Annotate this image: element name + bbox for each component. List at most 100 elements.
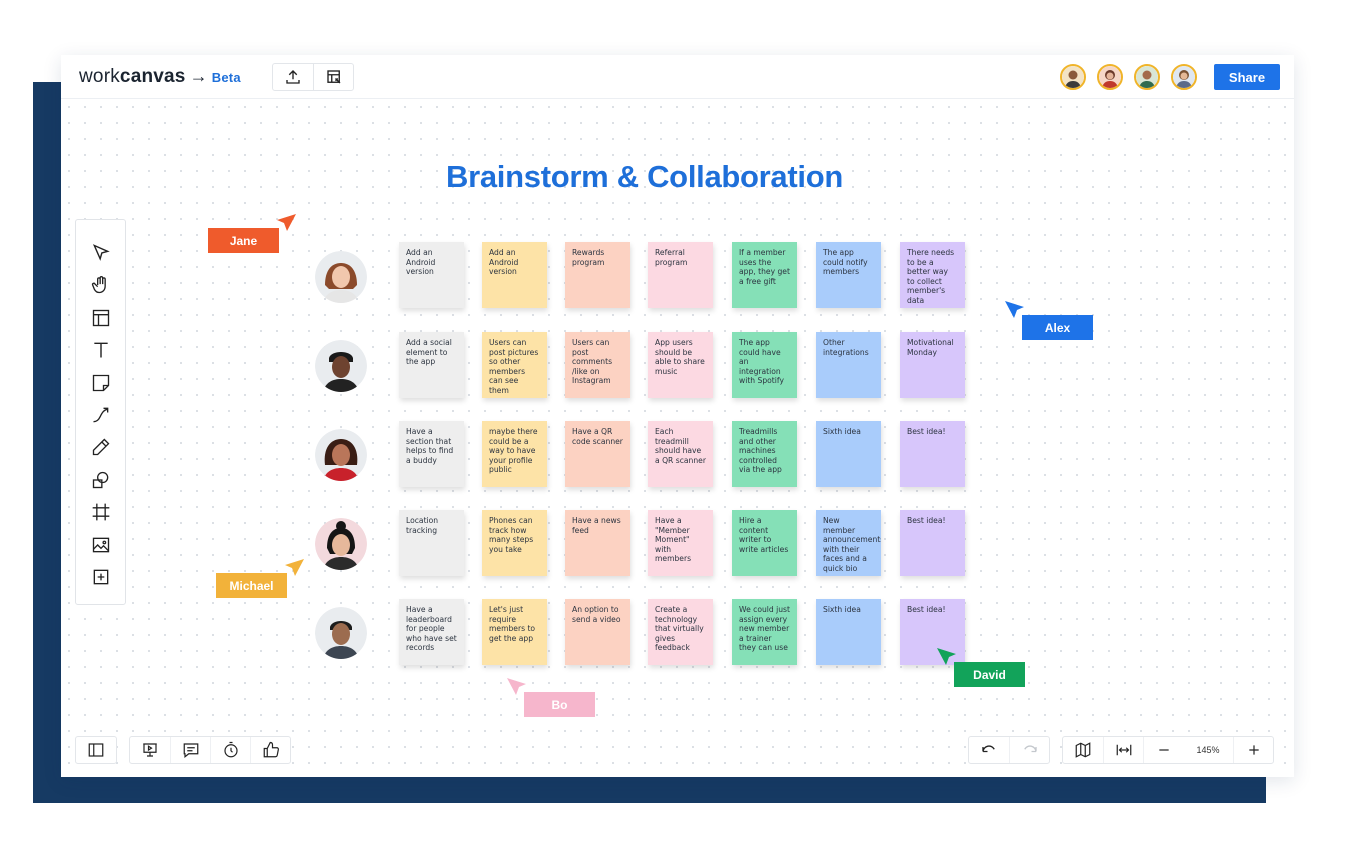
sticky-note[interactable]: Have a section that helps to find a budd… [399, 421, 464, 487]
collaboration-tools [129, 736, 291, 764]
cursor-pointer-icon [937, 648, 956, 665]
sidebar-icon [88, 743, 104, 757]
connector-icon [92, 407, 108, 423]
row-avatar[interactable] [315, 607, 367, 659]
collaborator-avatar[interactable] [1060, 64, 1086, 90]
sticky-note[interactable]: Rewards program [565, 242, 630, 308]
brand-logo[interactable]: workcanvas→Beta [79, 66, 241, 88]
sticky-note[interactable]: Location tracking [399, 510, 464, 576]
sticky-note[interactable]: New member announcements with their face… [816, 510, 881, 576]
vote-button[interactable] [250, 737, 290, 763]
shapes-icon [92, 471, 108, 488]
person-icon [1062, 66, 1084, 88]
sticky-note[interactable]: Best idea! [900, 421, 965, 487]
undo-icon [982, 745, 995, 753]
board-settings-button[interactable] [313, 64, 353, 90]
minimap-button[interactable] [1063, 737, 1103, 763]
shapes-tool[interactable] [86, 465, 116, 495]
sticky-note[interactable]: Sixth idea [816, 421, 881, 487]
sticky-note[interactable]: Have a QR code scanner [565, 421, 630, 487]
minus-icon [1158, 749, 1169, 751]
text-tool[interactable] [86, 335, 116, 365]
hand-icon [91, 276, 106, 294]
collaborator-avatar[interactable] [1171, 64, 1197, 90]
person-icon [1136, 66, 1158, 88]
pen-icon [92, 438, 109, 456]
sticky-note[interactable]: Have a leaderboard for people who have s… [399, 599, 464, 665]
row-avatar[interactable] [315, 518, 367, 570]
cursor-tag-david: David [954, 662, 1025, 687]
sticky-note-tool[interactable] [86, 368, 116, 398]
sticky-note[interactable]: Add an Android version [482, 242, 547, 308]
fit-to-screen-button[interactable] [1103, 737, 1143, 763]
sticky-note[interactable]: There needs to be a better way to collec… [900, 242, 965, 308]
zoom-out-button[interactable] [1143, 737, 1183, 763]
sticky-note[interactable]: The app could have an integration with S… [732, 332, 797, 398]
sticky-note[interactable]: Motivational Monday [900, 332, 965, 398]
frame-tool[interactable] [86, 497, 116, 527]
collaborator-avatar[interactable] [1097, 64, 1123, 90]
zoom-level[interactable]: 145% [1196, 745, 1220, 755]
sticky-note[interactable]: We could just assign every new member a … [732, 599, 797, 665]
row-avatar[interactable] [315, 340, 367, 392]
redo-icon [1023, 745, 1037, 753]
brand-canvas: canvas [119, 66, 186, 87]
comment-icon [183, 743, 198, 758]
cursor-tag-alex: Alex [1022, 315, 1093, 340]
undo-button[interactable] [969, 737, 1009, 763]
add-icon [93, 569, 108, 585]
toggle-sidebar-button[interactable] [76, 737, 116, 763]
sticky-note[interactable]: Users can post comments /like on Instagr… [565, 332, 630, 398]
sticky-note[interactable]: App users should be able to share music [648, 332, 713, 398]
pen-tool[interactable] [86, 432, 116, 462]
history-controls [968, 736, 1050, 764]
sticky-note[interactable]: Add an Android version [399, 242, 464, 308]
plus-icon [1248, 745, 1259, 755]
sticky-note[interactable]: Hire a content writer to write articles [732, 510, 797, 576]
thumbs-up-icon [263, 741, 279, 758]
redo-button[interactable] [1009, 737, 1049, 763]
person-icon [1099, 66, 1121, 88]
drawing-toolbar [75, 219, 126, 605]
panel-toggle-group [75, 736, 117, 764]
sticky-note[interactable]: Treadmills and other machines controlled… [732, 421, 797, 487]
zoom-in-button[interactable] [1233, 737, 1273, 763]
select-arrow-icon [92, 244, 110, 261]
sticky-note[interactable]: Create a technology that virtually gives… [648, 599, 713, 665]
share-button[interactable]: Share [1214, 64, 1280, 90]
sticky-note[interactable]: Have a "Member Moment" with members [648, 510, 713, 576]
sticky-note[interactable]: Best idea! [900, 510, 965, 576]
timer-button[interactable] [210, 737, 250, 763]
sticky-note[interactable]: Add a social element to the app [399, 332, 464, 398]
sticky-note[interactable]: maybe there could be a way to have your … [482, 421, 547, 487]
sticky-note[interactable]: Other integrations [816, 332, 881, 398]
row-avatar[interactable] [315, 251, 367, 303]
sticky-note[interactable]: Let's just require members to get the ap… [482, 599, 547, 665]
sticky-note[interactable]: Each treadmill should have a QR scanner [648, 421, 713, 487]
add-tool[interactable] [86, 562, 116, 592]
sticky-note[interactable]: Referral program [648, 242, 713, 308]
comment-button[interactable] [170, 737, 210, 763]
sticky-note[interactable]: An option to send a video [565, 599, 630, 665]
cursor-tag-bo: Bo [524, 692, 595, 717]
cursor-tag-jane: Jane [208, 228, 279, 253]
person-photo-icon [315, 518, 367, 570]
board-title[interactable]: Brainstorm & Collaboration [446, 159, 843, 194]
sticky-note[interactable]: Users can post pictures so other members… [482, 332, 547, 398]
template-tool[interactable] [86, 303, 116, 333]
row-avatar[interactable] [315, 429, 367, 481]
connector-tool[interactable] [86, 400, 116, 430]
select-tool[interactable] [86, 238, 116, 268]
image-tool[interactable] [86, 530, 116, 560]
sticky-note[interactable]: If a member uses the app, they get a fre… [732, 242, 797, 308]
present-button[interactable] [130, 737, 170, 763]
sticky-note[interactable]: Have a news feed [565, 510, 630, 576]
person-photo-icon [315, 340, 367, 392]
export-button[interactable] [273, 64, 313, 90]
sticky-note[interactable]: Phones can track how many steps you take [482, 510, 547, 576]
collaborator-avatar[interactable] [1134, 64, 1160, 90]
hand-tool[interactable] [86, 270, 116, 300]
sticky-note[interactable]: Sixth idea [816, 599, 881, 665]
sticky-note[interactable]: The app could notify members [816, 242, 881, 308]
brand-arrow: → [189, 66, 208, 86]
